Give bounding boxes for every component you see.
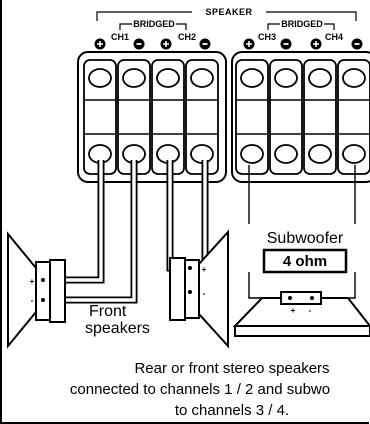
speaker-header: SPEAKER BRIDGED BRIDGED CH1 CH2 CH3 CH4 bbox=[96, 7, 357, 42]
impedance-box bbox=[262, 248, 348, 274]
caption-line2: connected to channels 1 / 2 and subwo bbox=[70, 381, 330, 398]
ch2-label: CH2 bbox=[178, 32, 196, 42]
ch2-plus-icon bbox=[160, 38, 172, 50]
bridged-right-label: BRIDGED bbox=[281, 19, 323, 29]
sub-plus: + bbox=[291, 306, 296, 315]
left-terminal-4 bbox=[185, 59, 219, 175]
front-speaker-right bbox=[169, 229, 229, 349]
front-speaker-left bbox=[7, 231, 66, 349]
ch3-plus-icon bbox=[243, 38, 255, 50]
ch4-label: CH4 bbox=[325, 32, 343, 42]
left-terminal-2 bbox=[117, 59, 151, 175]
ch4-plus-icon bbox=[310, 38, 322, 50]
right-plus: + bbox=[202, 265, 207, 274]
subwoofer-cone bbox=[232, 291, 370, 337]
ch3-label: CH3 bbox=[258, 32, 276, 42]
subwoofer-label: Subwoofer bbox=[267, 230, 344, 247]
front-label-line2: speakers bbox=[85, 320, 150, 337]
left-terminal-3 bbox=[151, 59, 185, 175]
sub-minus: - bbox=[309, 306, 312, 315]
terminal-block-right bbox=[231, 51, 370, 183]
right-terminal-1 bbox=[235, 59, 269, 175]
ch3-minus-icon bbox=[280, 38, 292, 50]
bridged-left-label: BRIDGED bbox=[133, 19, 175, 29]
polarity-badges bbox=[94, 38, 363, 50]
caption-line3: to channels 3 / 4. bbox=[175, 402, 289, 419]
left-terminal-1 bbox=[83, 59, 117, 175]
ch1-plus-icon bbox=[94, 38, 106, 50]
right-terminal-3 bbox=[303, 59, 337, 175]
speaker-label: SPEAKER bbox=[205, 7, 252, 17]
left-minus: - bbox=[31, 296, 34, 305]
ch4-minus-icon bbox=[351, 38, 363, 50]
ch1-label: CH1 bbox=[111, 32, 129, 42]
right-minus: - bbox=[203, 289, 206, 298]
front-label-line1: Front bbox=[89, 303, 127, 320]
terminal-block-left bbox=[77, 51, 227, 183]
right-terminal-2 bbox=[269, 59, 303, 175]
caption-line1: Rear or front stereo speakers bbox=[134, 360, 329, 377]
impedance-label: 4 ohm bbox=[283, 253, 327, 270]
ch2-minus-icon bbox=[199, 38, 211, 50]
left-plus: + bbox=[30, 277, 35, 286]
right-terminal-4 bbox=[337, 59, 370, 175]
ch1-minus-icon bbox=[133, 38, 145, 50]
